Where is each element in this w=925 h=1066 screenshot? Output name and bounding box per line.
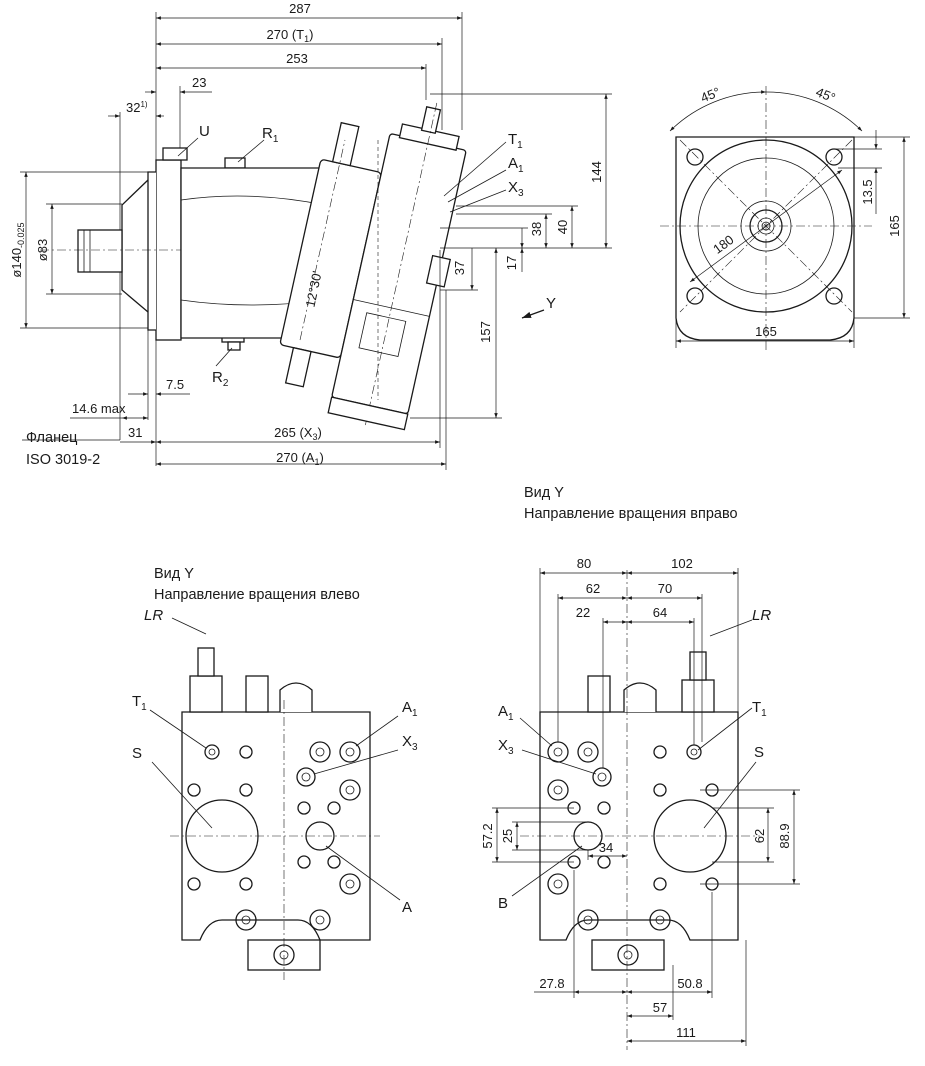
- label-lr-right: LR: [752, 607, 771, 624]
- label-a1-right: A1: [498, 703, 514, 723]
- view-y-arrow: [521, 309, 545, 319]
- flange-standard: ISO 3019-2: [26, 452, 100, 468]
- label-t1-left: T1: [132, 693, 147, 713]
- label-x3: X3: [508, 179, 524, 199]
- label-u: U: [199, 123, 210, 140]
- view-left-subtitle: Направление вращения влево: [154, 587, 360, 603]
- dim-270-t1: 270 (T1): [267, 27, 314, 44]
- label-x3-left: X3: [402, 733, 418, 753]
- angle-45-right: 45°: [814, 84, 838, 105]
- side-view: 287 270 (T1) 253 23 321) U R1 R2 T1 A1 X…: [9, 1, 612, 470]
- dim-102: 102: [671, 556, 693, 571]
- dim-31: 31: [128, 425, 142, 440]
- dim-70: 70: [658, 581, 672, 596]
- view-right-subtitle: Направление вращения вправо: [524, 506, 738, 522]
- dim-32: 321): [126, 100, 148, 115]
- dim-287: 287: [289, 1, 311, 16]
- dim-23: 23: [192, 75, 206, 90]
- dim-64: 64: [653, 605, 667, 620]
- dim-165-vertical: 165: [887, 215, 902, 237]
- angle-45-left: 45°: [698, 84, 722, 105]
- pump-housing: [180, 102, 467, 431]
- dim-13-5: 13.5: [860, 179, 875, 204]
- dim-27-8: 27.8: [539, 976, 564, 991]
- label-r1: R1: [262, 125, 279, 145]
- dim-265-x3: 265 (X3): [274, 425, 322, 442]
- dim-14-6: 14.6 max: [72, 401, 126, 416]
- bottom-dimensions: [22, 250, 447, 470]
- flange-and-shaft: [40, 147, 260, 351]
- dim-40: 40: [555, 220, 570, 234]
- view-right-title: Вид Y: [524, 485, 564, 501]
- dim-62-vertical: 62: [752, 829, 767, 843]
- flange-label: Фланец: [26, 430, 77, 446]
- dim-d140: ø140-0.025: [9, 222, 26, 277]
- dim-37: 37: [452, 261, 467, 275]
- label-a-left: A: [402, 899, 412, 916]
- dim-17: 17: [504, 256, 519, 270]
- label-t1-right: T1: [752, 699, 767, 719]
- dim-57-2: 57.2: [480, 823, 495, 848]
- label-r2: R2: [212, 369, 229, 389]
- dim-d83: ø83: [35, 239, 50, 261]
- dim-25: 25: [500, 829, 515, 843]
- label-a1-left: A1: [402, 699, 418, 719]
- dim-253: 253: [286, 51, 308, 66]
- right-dimensions: [410, 93, 612, 419]
- label-s-right: S: [754, 744, 764, 761]
- view-y-left-rotation: Вид Y Направление вращения влево: [132, 566, 418, 980]
- dim-angle: 12°30': [302, 270, 324, 309]
- dim-157: 157: [478, 321, 493, 343]
- dim-22: 22: [576, 605, 590, 620]
- view-left-title: Вид Y: [154, 566, 194, 582]
- mounting-holes: [686, 148, 843, 305]
- top-dimensions: [108, 12, 463, 440]
- label-s-left: S: [132, 745, 142, 762]
- dim-50-8: 50.8: [677, 976, 702, 991]
- dim-7-5: 7.5: [166, 377, 184, 392]
- dim-34: 34: [599, 840, 613, 855]
- dim-57: 57: [653, 1000, 667, 1015]
- dim-111: 111: [676, 1025, 696, 1040]
- dim-270-a1: 270 (A1): [276, 450, 324, 467]
- dim-38: 38: [529, 222, 544, 236]
- label-x3-right: X3: [498, 737, 514, 757]
- dim-80: 80: [577, 556, 591, 571]
- label-b: B: [498, 895, 508, 912]
- bolt-holes-left: [187, 741, 361, 931]
- dim-88-9: 88.9: [777, 823, 792, 848]
- dim-144: 144: [589, 161, 604, 183]
- front-view: 45° 45° 180 13.5 165 165: [660, 84, 910, 352]
- dim-165-horizontal: 165: [755, 324, 777, 339]
- dim-62: 62: [586, 581, 600, 596]
- label-t1: T1: [508, 131, 523, 151]
- label-lr-left: LR: [144, 607, 163, 624]
- left-dimensions: [20, 171, 148, 329]
- label-y: Y: [546, 295, 556, 312]
- label-a1: A1: [508, 155, 524, 175]
- view-y-right-rotation: Вид Y Направление вращения вправо: [480, 485, 800, 1050]
